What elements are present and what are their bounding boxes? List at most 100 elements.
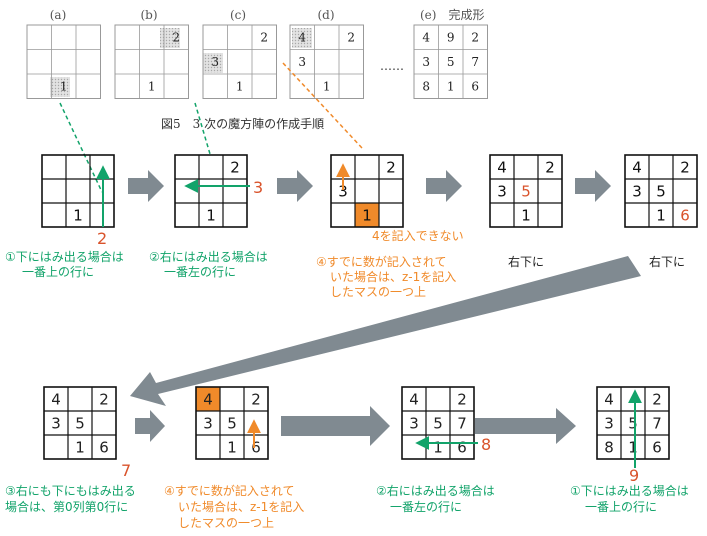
grid-cell-number: 1 bbox=[362, 206, 372, 224]
grid-cell-number: 5 bbox=[447, 55, 455, 69]
grid-frame bbox=[489, 154, 563, 228]
grid-frame bbox=[596, 386, 670, 460]
grid-cell-number: 1 bbox=[60, 80, 68, 94]
grid-frame bbox=[289, 24, 364, 99]
grid-frame bbox=[174, 154, 248, 228]
grid-cell-number: 6 bbox=[680, 206, 690, 224]
grid-cell-number: 3 bbox=[338, 182, 348, 200]
grid-cell-number: 5 bbox=[433, 414, 443, 432]
grid-cell-number: 3 bbox=[409, 414, 419, 432]
note-filled-1: ④すでに数が記入されて bbox=[316, 254, 447, 269]
grid-cell-number: 2 bbox=[545, 158, 555, 176]
grid-cell-number: 1 bbox=[236, 80, 244, 94]
note-filled-2: いた場合は、z-1を記入 bbox=[330, 269, 456, 284]
grid-cell-number: 6 bbox=[471, 80, 479, 94]
shade-d bbox=[292, 28, 312, 48]
grid-frame bbox=[43, 386, 117, 460]
grid-cell-number: 4 bbox=[51, 390, 61, 408]
grid-frame bbox=[195, 386, 269, 460]
grid-cell-number: 4 bbox=[203, 390, 213, 408]
grid-cell-number: 2 bbox=[457, 390, 467, 408]
note-down-right-2: 右下に bbox=[649, 254, 685, 269]
grid-cell-number: 1 bbox=[447, 80, 455, 94]
grid-cell-number: 6 bbox=[99, 438, 109, 456]
connector-green-2 bbox=[194, 102, 211, 155]
note-down-wrap-2: 一番上の行に bbox=[22, 265, 94, 279]
grid-cell-number: 1 bbox=[323, 80, 331, 94]
grid-frame bbox=[202, 24, 277, 99]
grid-cell-number: 1 bbox=[206, 206, 216, 224]
figure-grid-c: 231 bbox=[202, 24, 277, 99]
grid-cell-number: 4 bbox=[409, 390, 419, 408]
grid-cell-number: 1 bbox=[521, 206, 531, 224]
grid-frame bbox=[401, 386, 475, 460]
note-filled-2-3: したマスの一つ上 bbox=[178, 516, 274, 530]
gray-arrow-7 bbox=[475, 408, 576, 444]
grid-cell-number: 1 bbox=[628, 438, 638, 456]
overlay-num-9: 9 bbox=[629, 466, 639, 485]
overlay-num-7: 7 bbox=[121, 461, 131, 480]
grid-frame bbox=[114, 24, 189, 99]
note-right-wrap-2-2: 一番左の行に bbox=[390, 499, 462, 514]
overlay-num-2: 2 bbox=[97, 229, 107, 248]
grid-cell-number: 1 bbox=[148, 80, 156, 94]
grid-cell-number: 2 bbox=[172, 31, 180, 45]
note-both-wrap-2: 場合は、第0列第0行に bbox=[5, 499, 128, 514]
grid-frame bbox=[26, 24, 101, 99]
highlight-cell-1 bbox=[355, 203, 379, 227]
note-down-right-1: 右下に bbox=[508, 254, 544, 269]
transition-arrow bbox=[130, 256, 641, 406]
grid-cell-number: 5 bbox=[227, 414, 237, 432]
note-right-wrap-1: ②右にはみ出る場合は bbox=[149, 249, 268, 264]
gray-arrow-2 bbox=[277, 170, 313, 202]
grid-cell-number: 2 bbox=[251, 390, 261, 408]
gray-arrow-6 bbox=[281, 406, 390, 446]
note-right-wrap-2-1: ②右にはみ出る場合は bbox=[376, 483, 495, 498]
panel-label-b: (b) bbox=[140, 8, 157, 22]
note-right-wrap-2: 一番左の行に bbox=[164, 264, 236, 279]
gray-arrow-4 bbox=[575, 170, 611, 202]
grid-frame bbox=[413, 24, 488, 99]
panel-label-d: (d) bbox=[317, 8, 334, 22]
connector-orange bbox=[282, 62, 363, 149]
figure-grid-d: 4 2 3 1 bbox=[289, 24, 364, 99]
grid-cell-number: 3 bbox=[51, 414, 61, 432]
grid-cell-number: 6 bbox=[652, 438, 662, 456]
grid-cell-number: 2 bbox=[652, 390, 662, 408]
grid-cell-number: 4 bbox=[298, 31, 306, 45]
grid-cell-number: 5 bbox=[656, 182, 666, 200]
highlight-cell-2 bbox=[196, 387, 220, 411]
grid-cell-number: 1 bbox=[75, 438, 85, 456]
grid-cell-number: 7 bbox=[457, 414, 467, 432]
grid-cell-number: 3 bbox=[298, 55, 306, 69]
panel-label-e: (e) 完成形 bbox=[420, 7, 484, 22]
grid-frame bbox=[624, 154, 698, 228]
gray-arrow-1 bbox=[128, 170, 164, 202]
step-grid-r1-2: 21 bbox=[174, 154, 248, 228]
grid-cell-number: 4 bbox=[497, 158, 507, 176]
row1-step-arrows bbox=[128, 170, 611, 202]
grid-cell-number: 6 bbox=[457, 438, 467, 456]
shade-b bbox=[160, 28, 180, 48]
grid-cell-number: 1 bbox=[227, 438, 237, 456]
grid-cell-number: 2 bbox=[347, 31, 355, 45]
step-grid-r1-3: 231 bbox=[330, 154, 404, 228]
row1-notes: ①下にはみ出る場合は 一番上の行に ②右にはみ出る場合は 一番左の行に 4を記入… bbox=[5, 228, 685, 299]
grid-cell-number: 5 bbox=[628, 414, 638, 432]
overlay-num-3: 3 bbox=[253, 178, 263, 197]
note-filled-2-1: ④すでに数が記入されて bbox=[164, 483, 295, 498]
grid-cell-number: 1 bbox=[656, 206, 666, 224]
connector-green-1 bbox=[59, 102, 103, 193]
grid-cell-number: 2 bbox=[230, 158, 240, 176]
grid-cell-number: 2 bbox=[680, 158, 690, 176]
grid-frame bbox=[41, 154, 115, 228]
grid-cell-number: 6 bbox=[251, 438, 261, 456]
grid-cell-number: 3 bbox=[203, 414, 213, 432]
row2-step-arrows bbox=[135, 406, 576, 446]
grid-cell-number: 8 bbox=[604, 438, 614, 456]
grid-cell-number: 2 bbox=[260, 31, 268, 45]
